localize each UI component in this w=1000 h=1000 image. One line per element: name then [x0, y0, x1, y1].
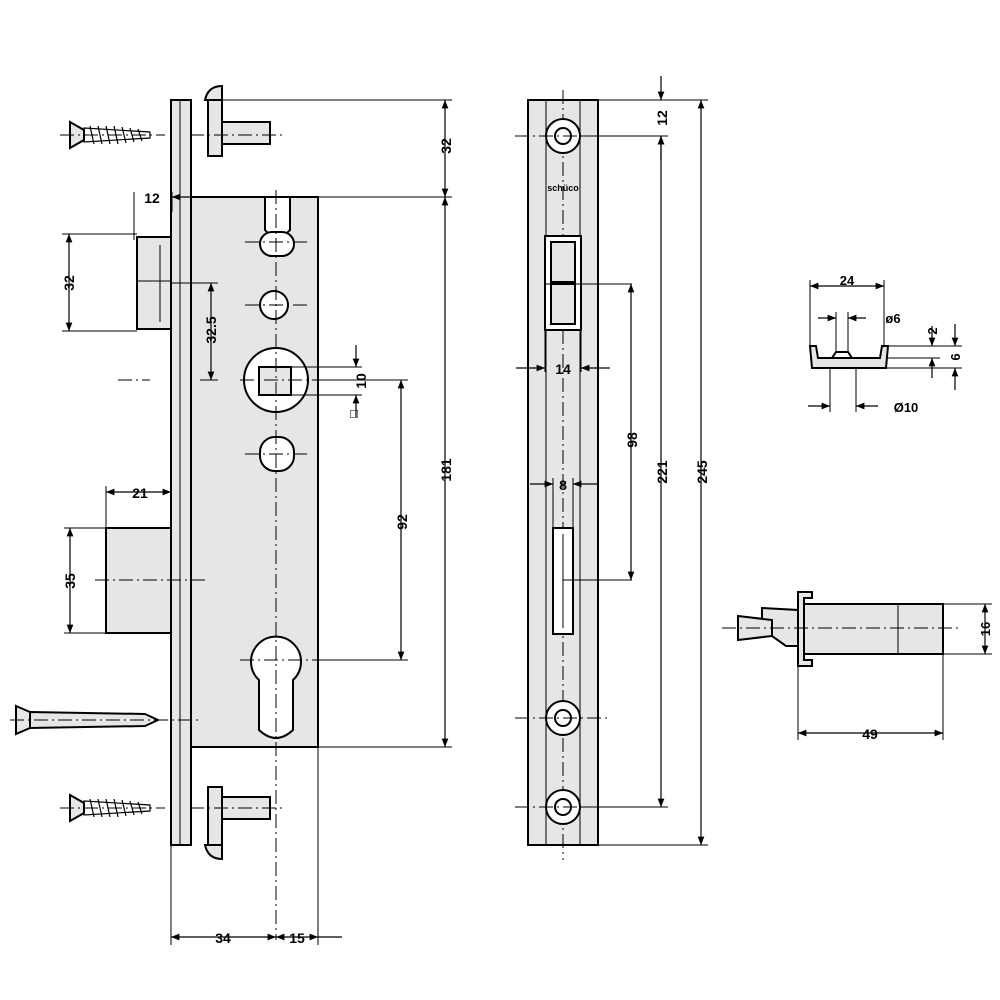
dim-cup-hole: ø6 [885, 311, 900, 326]
dim-side-221: 221 [654, 460, 670, 484]
dim-cylinder-height: 16 [978, 622, 993, 636]
dim-cup-height: 6 [948, 353, 963, 360]
follower-square [258, 366, 292, 396]
dim-cylinder-length: 49 [862, 726, 878, 742]
dim-follower-to-cylinder: 92 [394, 514, 410, 530]
faceplate-marking: schüco [547, 183, 579, 193]
cylinder-body [802, 603, 944, 655]
dim-faceplate-width: 12 [144, 190, 160, 206]
case-top-slot [259, 231, 295, 257]
front-faceplate [170, 99, 192, 846]
cup-detail: 24 ø6 2 6 Ø10 [808, 273, 963, 415]
latch [136, 236, 172, 330]
dim-cup-width: 24 [840, 273, 855, 288]
dim-backset: 34 [215, 930, 231, 946]
dim-cup-depth: 2 [925, 327, 940, 334]
dim-side-98: 98 [624, 432, 640, 448]
dim-case-height: 181 [438, 458, 454, 482]
side-view: schüco 12 14 8 98 221 [515, 76, 710, 860]
cylinder-detail: 16 49 [722, 591, 993, 742]
dim-follower-square: 10 [353, 373, 369, 389]
screw-bottom [60, 793, 165, 823]
dim-top-offset: 32 [438, 138, 454, 154]
side-hole-lower [515, 700, 610, 736]
screw-top [60, 120, 165, 150]
cup-profile [808, 345, 890, 369]
top-hook [190, 84, 285, 157]
bottom-hook [190, 786, 285, 861]
dim-latch-height: 32 [61, 275, 77, 291]
dim-cup-outer: Ø10 [894, 400, 919, 415]
dim-latch-to-follower: 32.5 [203, 316, 219, 343]
cylinder-cutout [250, 635, 302, 739]
dim-faceplate-length: 245 [694, 460, 710, 484]
dim-side-bolt-width: 14 [555, 361, 571, 377]
dim-case-rear: 15 [289, 930, 305, 946]
square-symbol: □ [346, 410, 361, 418]
dim-side-top-hole: 12 [654, 110, 670, 126]
cylinder-flange [797, 591, 813, 667]
dim-bolt-height: 35 [62, 573, 78, 589]
front-view: 12 32 32.5 10 □ 92 181 32 [10, 84, 454, 946]
dim-bolt-projection: 21 [132, 485, 148, 501]
dim-side-slot-width: 8 [559, 477, 567, 493]
screw-middle [10, 704, 200, 736]
